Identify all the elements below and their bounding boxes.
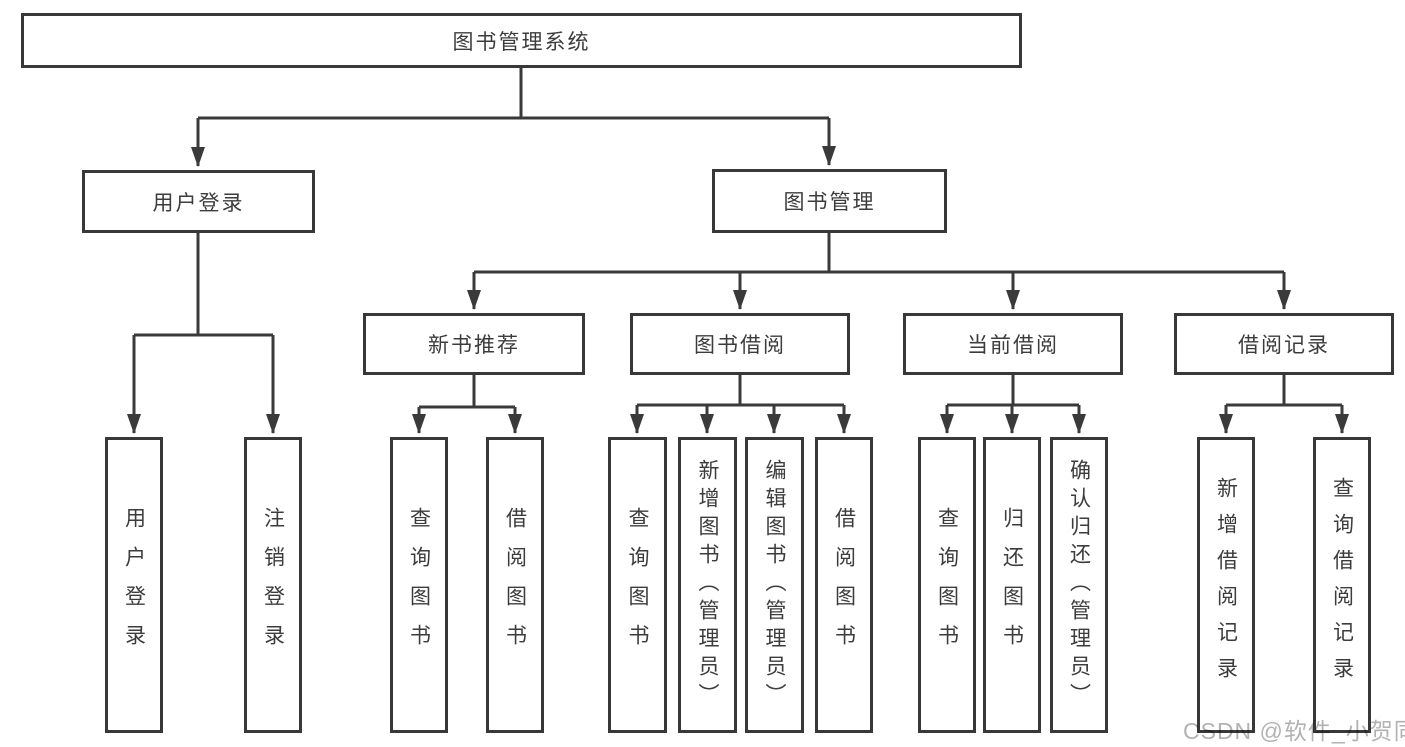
- node-root: 图书管理系统: [21, 13, 1022, 68]
- node-book-borrowing: 图书借阅: [630, 313, 850, 375]
- leaf-query-books-borrowing: 查询图书: [608, 437, 667, 733]
- node-current-borrowing: 当前借阅: [903, 313, 1123, 375]
- leaf-add-books-admin: 新增图书（管理员）: [678, 437, 737, 733]
- leaf-return-books: 归还图书: [983, 437, 1041, 733]
- node-book-management: 图书管理: [712, 169, 947, 233]
- leaf-edit-books-admin: 编辑图书（管理员）: [745, 437, 804, 733]
- leaf-query-books-current: 查询图书: [918, 437, 976, 733]
- node-user-login: 用户登录: [82, 170, 315, 233]
- leaf-query-borrow-record: 查询借阅记录: [1313, 437, 1371, 733]
- node-borrowing-records: 借阅记录: [1174, 313, 1394, 375]
- leaf-borrow-books-recommend: 借阅图书: [486, 437, 544, 733]
- node-new-book-recommend: 新书推荐: [363, 313, 585, 375]
- watermark: CSDN @软件_小贺同学: [1183, 718, 1405, 744]
- leaf-query-books-recommend: 查询图书: [390, 437, 448, 733]
- leaf-logout: 注销登录: [244, 437, 302, 733]
- leaf-add-borrow-record: 新增借阅记录: [1197, 437, 1255, 733]
- leaf-user-login: 用户登录: [105, 437, 163, 733]
- leaf-borrow-books-borrowing: 借阅图书: [815, 437, 873, 733]
- leaf-confirm-return-admin: 确认归还（管理员）: [1050, 437, 1108, 733]
